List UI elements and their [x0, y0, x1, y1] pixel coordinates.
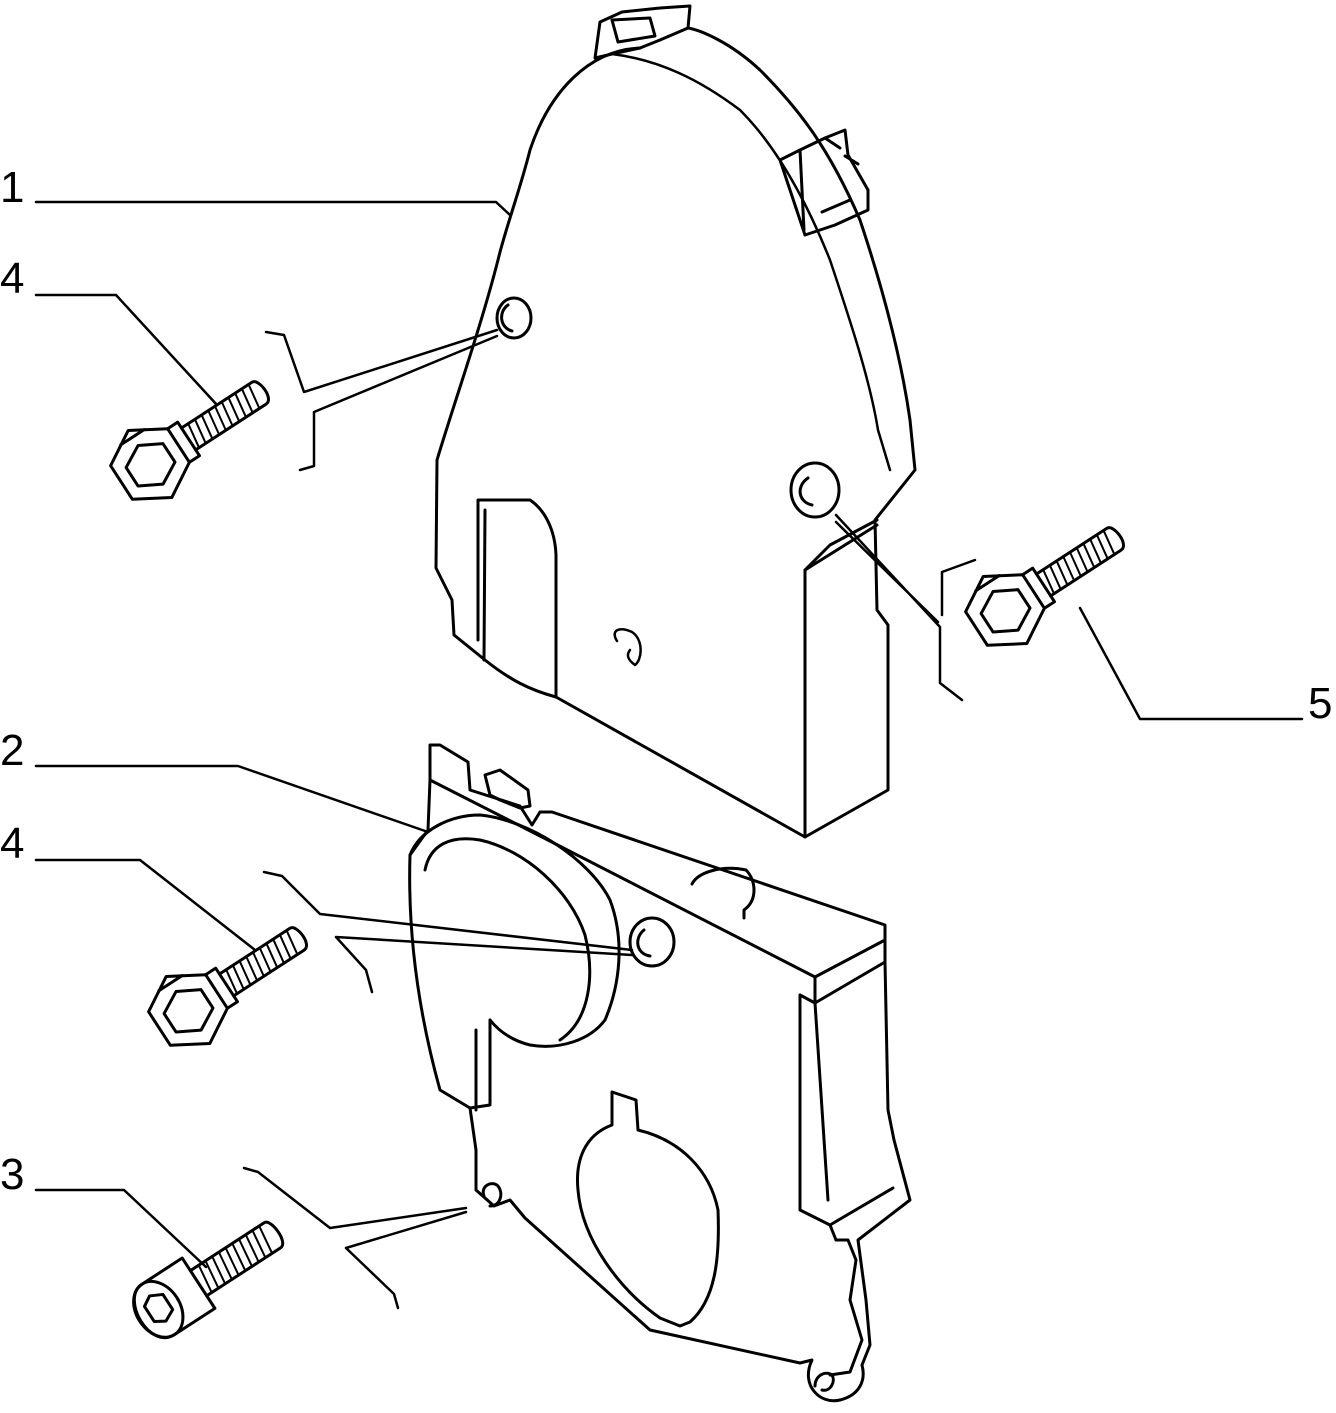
lower-cover-pulley-opening: [410, 815, 619, 1046]
leader-lines: [36, 202, 1302, 1267]
upper-cover-small-hole: [615, 629, 641, 665]
upper-cover-step-block: [805, 520, 877, 837]
callout-4-upper: 4: [0, 254, 25, 303]
lower-cover-right-rail: [800, 995, 893, 1240]
upper-cover-lower-channel: [478, 500, 556, 697]
lower-cover-small-hole: [483, 1184, 501, 1206]
lower-cover: [410, 745, 910, 1401]
leader-1: [36, 202, 510, 215]
callout-2: 2: [0, 726, 25, 775]
upper-bolt-hole-2: [791, 463, 839, 517]
bolt-5: [955, 502, 1142, 662]
assembly-guides: [244, 330, 975, 1308]
upper-cover-top-tab: [595, 6, 690, 58]
lower-cover-outline: [410, 780, 910, 1401]
lower-cover-cap: [485, 770, 530, 808]
leader-4-lower: [36, 860, 255, 950]
upper-cover-rim: [612, 54, 890, 470]
lower-cover-bottom-tab: [815, 1240, 862, 1390]
bolt-4-lower: [138, 902, 325, 1062]
leader-3: [36, 1190, 206, 1267]
leader-2: [36, 766, 428, 832]
upper-cover-side-clip: [780, 130, 868, 235]
lower-cover-boss: [692, 868, 754, 918]
callout-3: 3: [0, 1150, 25, 1199]
lower-cover-left-step: [470, 1020, 490, 1110]
callout-1: 1: [0, 163, 25, 212]
upper-bolt-hole-1: [497, 298, 531, 338]
callout-4-lower: 4: [0, 819, 25, 868]
leader-4-upper: [36, 295, 217, 405]
guide-screw3: [244, 1168, 466, 1308]
lower-cover-crank-opening: [577, 1092, 718, 1326]
guide-bolt4-upper: [266, 330, 497, 470]
leader-5: [1080, 608, 1302, 719]
callout-5: 5: [1308, 679, 1333, 728]
bolt-4-upper: [100, 356, 287, 516]
screw-3: [124, 1206, 295, 1346]
guide-bolt5: [836, 515, 975, 700]
upper-cover-outline: [436, 28, 915, 837]
lower-bolt-hole-1: [630, 918, 674, 966]
guide-bolt4-lower: [264, 872, 632, 992]
upper-cover: [436, 6, 915, 837]
